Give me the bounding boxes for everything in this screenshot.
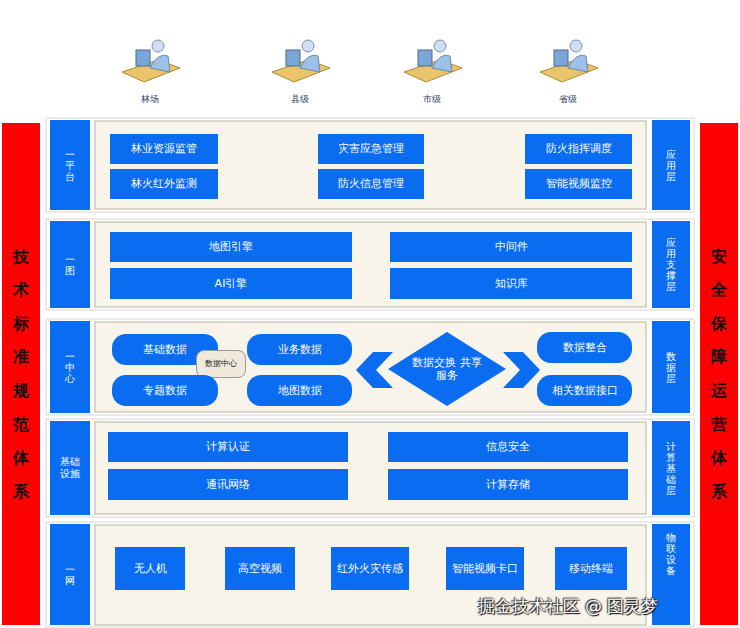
vertical-label: 一网 bbox=[65, 564, 75, 586]
vertical-label: 应用层 bbox=[666, 149, 676, 182]
exchange-diamond: 数据交换 共享服务 bbox=[388, 332, 506, 406]
vertical-label: 物联设备 bbox=[666, 532, 676, 576]
data-box: 地图数据 bbox=[247, 375, 352, 406]
vertical-label: 基础设施 bbox=[60, 456, 80, 480]
box-label: 计算认证 bbox=[206, 440, 250, 453]
module-box: 灾害应急管理 bbox=[318, 134, 424, 164]
layer-label: 一网 bbox=[50, 524, 90, 625]
box-label: 信息安全 bbox=[486, 440, 530, 453]
layer-label: 应用层 bbox=[652, 120, 690, 210]
device-box: 红外火灾传感 bbox=[331, 547, 409, 590]
user-label: 省级 bbox=[538, 93, 598, 106]
data-box: 数据整合 bbox=[537, 332, 632, 363]
box-label: 相关数据接口 bbox=[552, 384, 618, 397]
module-box: 防火信息管理 bbox=[318, 169, 424, 199]
layer-label: 数据层 bbox=[652, 321, 690, 413]
device-box: 移动终端 bbox=[555, 547, 627, 590]
module-box: 计算认证 bbox=[108, 432, 348, 462]
box-label: 通讯网络 bbox=[206, 478, 250, 491]
vertical-label: 应用支撑层 bbox=[666, 237, 676, 292]
diamond-outline bbox=[388, 332, 506, 406]
user-label: 林场 bbox=[120, 93, 180, 106]
box-label: 林业资源监管 bbox=[131, 142, 197, 155]
module-box: 通讯网络 bbox=[108, 469, 348, 500]
module-box: 林火红外监测 bbox=[110, 169, 218, 199]
box-label: 高空视频 bbox=[238, 562, 282, 575]
box-label: 计算存储 bbox=[486, 478, 530, 491]
layer-label: 应用支撑层 bbox=[652, 221, 690, 308]
system-bar: 技术标准规范体系 bbox=[2, 123, 40, 625]
box-label: 数据交换 共享服务 bbox=[412, 356, 482, 382]
box-label: 防火指挥调度 bbox=[546, 142, 612, 155]
layer-panels bbox=[46, 118, 694, 627]
user-label: 县级 bbox=[270, 93, 330, 106]
vertical-label: 一中心 bbox=[65, 351, 75, 384]
box-label: 防火信息管理 bbox=[338, 177, 404, 190]
box-label: 专题数据 bbox=[143, 384, 187, 397]
box-label: AI引擎 bbox=[215, 277, 248, 290]
box-label: 灾害应急管理 bbox=[338, 142, 404, 155]
module-box: 信息安全 bbox=[388, 432, 628, 462]
vertical-label: 技术标准规范体系 bbox=[13, 240, 29, 509]
box-label: 基础数据 bbox=[143, 343, 187, 356]
vertical-label: 一图 bbox=[65, 254, 75, 276]
box-label: 中间件 bbox=[495, 240, 528, 253]
data-box: 专题数据 bbox=[112, 375, 218, 406]
device-box: 无人机 bbox=[115, 547, 185, 590]
vertical-label: 数据层 bbox=[666, 351, 676, 384]
box-label: 林火红外监测 bbox=[131, 177, 197, 190]
layer-label: 一平台 bbox=[50, 120, 90, 210]
device-box: 高空视频 bbox=[225, 547, 295, 590]
layer-label: 一图 bbox=[50, 221, 90, 308]
vertical-label: 计算基础层 bbox=[666, 441, 676, 496]
module-box: 林业资源监管 bbox=[110, 134, 218, 164]
user-icons bbox=[122, 40, 598, 82]
vertical-label: 一平台 bbox=[65, 149, 75, 182]
module-box: 地图引擎 bbox=[110, 232, 352, 262]
data-box: 相关数据接口 bbox=[537, 375, 632, 406]
box-label: 数据整合 bbox=[563, 341, 607, 354]
box-label: 地图数据 bbox=[278, 384, 322, 397]
watermark: 掘金技术社区 @ 图灵梦 bbox=[448, 595, 688, 618]
module-box: AI引擎 bbox=[110, 268, 352, 299]
module-box: 防火指挥调度 bbox=[525, 134, 632, 164]
box-label: 数据中心 bbox=[205, 359, 237, 369]
box-label: 无人机 bbox=[134, 562, 167, 575]
system-bar: 安全保障运营体系 bbox=[700, 123, 738, 625]
box-label: 移动终端 bbox=[569, 562, 613, 575]
device-box: 智能视频卡口 bbox=[446, 547, 524, 590]
module-box: 计算存储 bbox=[388, 469, 628, 500]
box-label: 红外火灾传感 bbox=[337, 562, 403, 575]
box-label: 智能视频监控 bbox=[546, 177, 612, 190]
data-box: 业务数据 bbox=[247, 334, 352, 365]
layer-label: 计算基础层 bbox=[652, 421, 690, 515]
layer-label: 一中心 bbox=[50, 321, 90, 413]
box-label: 地图引擎 bbox=[209, 240, 253, 253]
module-box: 中间件 bbox=[390, 232, 632, 262]
box-label: 智能视频卡口 bbox=[452, 562, 518, 575]
data-center-box: 数据中心 bbox=[196, 350, 246, 378]
vertical-label: 安全保障运营体系 bbox=[711, 240, 727, 509]
module-box: 知识库 bbox=[390, 268, 632, 299]
box-label: 业务数据 bbox=[278, 343, 322, 356]
layer-label: 基础设施 bbox=[50, 421, 90, 515]
user-label: 市级 bbox=[402, 93, 462, 106]
module-box: 智能视频监控 bbox=[525, 169, 632, 199]
box-label: 知识库 bbox=[495, 277, 528, 290]
